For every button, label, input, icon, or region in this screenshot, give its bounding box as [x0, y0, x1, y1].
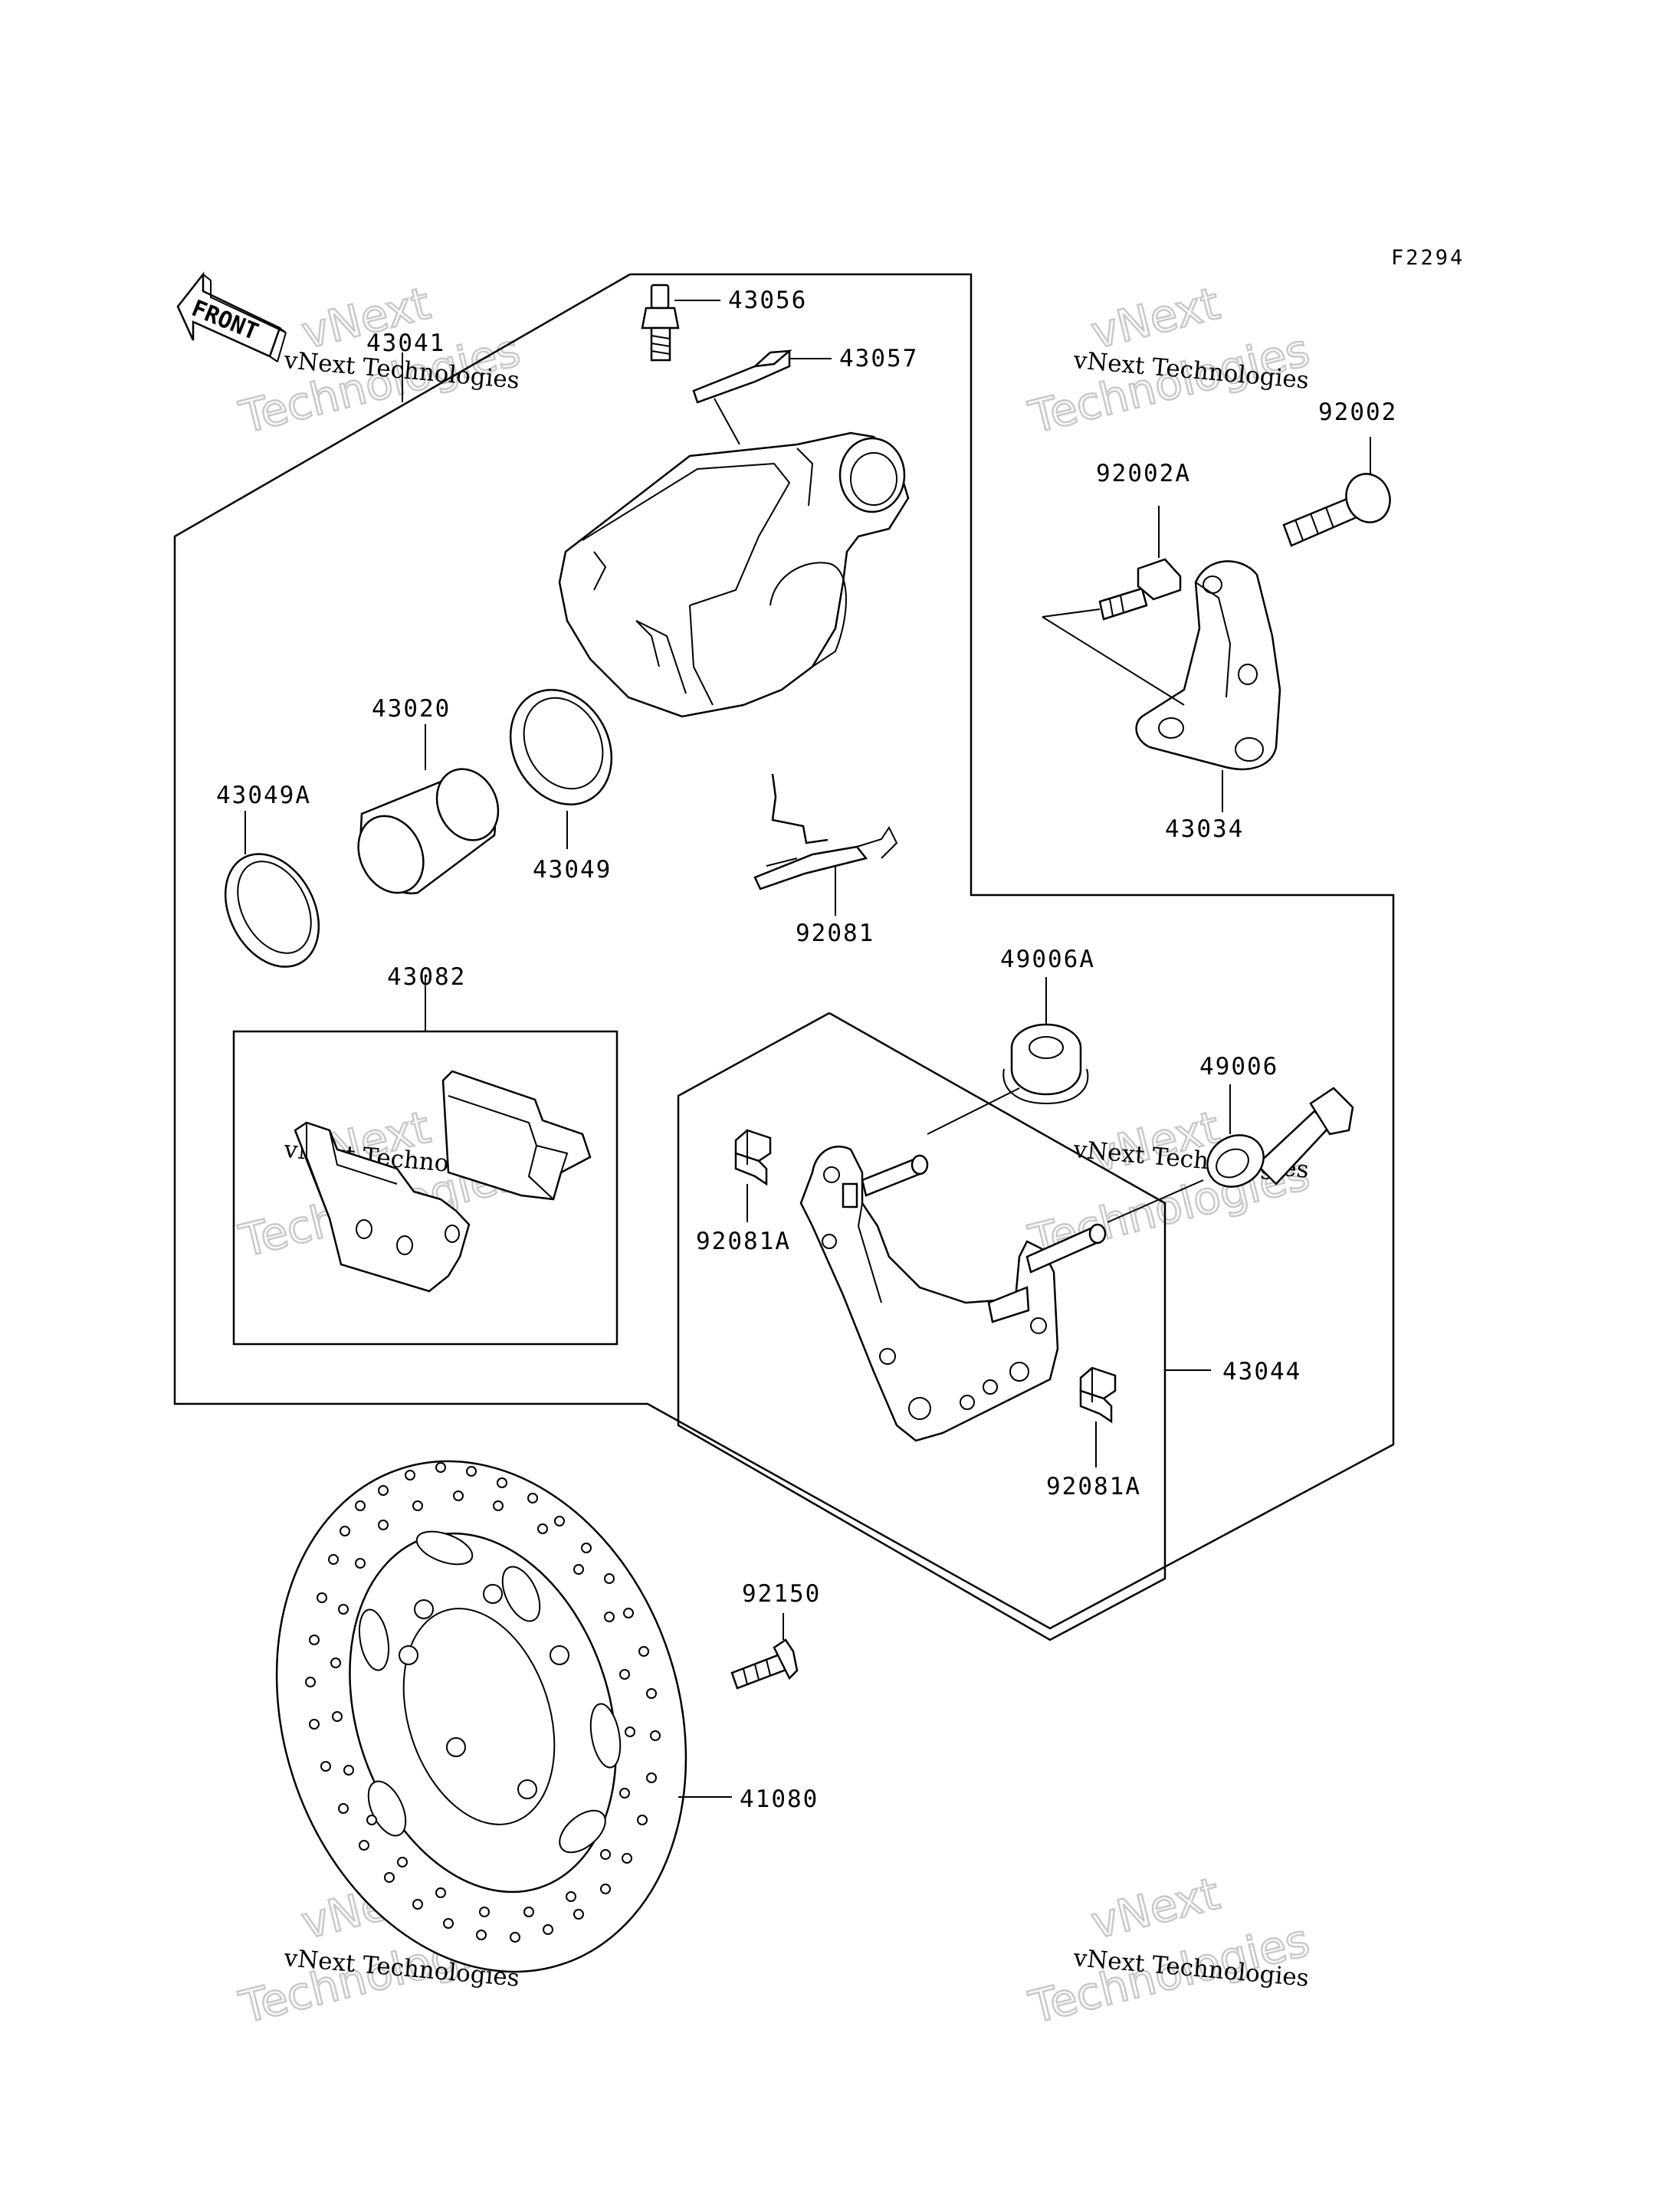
leader-lines	[244, 353, 568, 854]
disc-bolt	[730, 1613, 799, 1690]
rubber-boot	[927, 977, 1089, 1135]
caliper-body	[558, 431, 910, 718]
part-label-43041: 43041	[366, 330, 445, 357]
caliper-assembly-outline	[173, 273, 1395, 1630]
svg-text:vNext: vNext	[1086, 1867, 1225, 1949]
bracket-subassembly-outline	[677, 1012, 1166, 1641]
part-label-43057: 43057	[839, 345, 918, 372]
pad-spring	[753, 773, 898, 916]
part-label-92081a-upper: 92081A	[696, 1228, 791, 1255]
part-label-43082: 43082	[387, 963, 466, 991]
svg-text:vNext: vNext	[1086, 277, 1225, 359]
piston-seal	[509, 688, 613, 806]
part-label-43049: 43049	[533, 856, 612, 884]
part-label-43044: 43044	[1222, 1358, 1301, 1385]
part-label-92081: 92081	[796, 920, 874, 947]
part-label-43034: 43034	[1165, 815, 1244, 843]
caliper-holder	[1135, 560, 1281, 812]
part-label-41080: 41080	[740, 1785, 819, 1813]
pad-clip-lower	[1079, 1366, 1117, 1467]
part-label-43056: 43056	[728, 287, 807, 314]
part-label-92002: 92002	[1318, 398, 1397, 426]
disc-perforations	[305, 1462, 661, 1943]
watermark-bottom-right: vNext Technologies vNext Technologies	[1023, 1866, 1315, 2035]
part-label-43020: 43020	[372, 695, 451, 723]
pin-bolt	[1107, 1084, 1354, 1223]
brake-disc	[275, 1460, 732, 1973]
figure-code: F2294	[1391, 246, 1465, 270]
front-arrow-icon: FRONT	[176, 271, 287, 362]
part-label-92002a: 92002A	[1096, 460, 1191, 487]
part-label-49006a: 49006A	[1000, 946, 1095, 973]
piston	[357, 768, 500, 894]
dust-seal	[224, 853, 320, 968]
bleed-cap	[692, 349, 832, 445]
brake-pads	[294, 977, 592, 1293]
holder-bolt-a	[1042, 506, 1185, 706]
watermark-top-right: vNext Technologies vNext Technologies	[1023, 276, 1315, 444]
pad-clip-upper	[734, 1129, 772, 1222]
caliper-bracket	[799, 1146, 1211, 1442]
bleed-valve	[641, 284, 720, 362]
part-label-43049a: 43049A	[216, 782, 311, 809]
part-label-92081a-lower: 92081A	[1046, 1473, 1141, 1500]
part-label-49006: 49006	[1199, 1053, 1278, 1080]
holder-bolt	[1282, 437, 1391, 547]
part-label-92150: 92150	[742, 1580, 821, 1608]
